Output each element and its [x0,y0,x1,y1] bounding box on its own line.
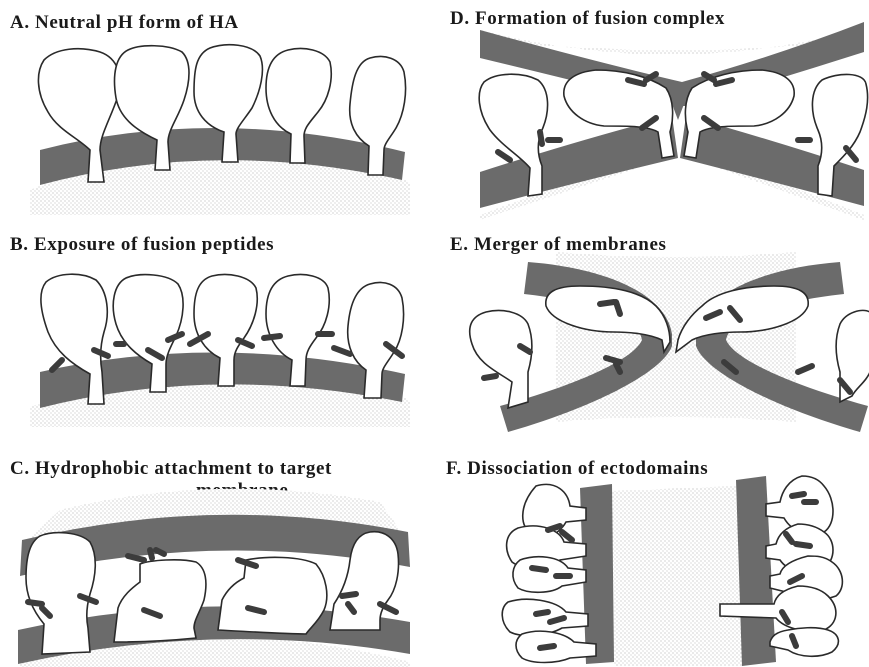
ha-trimer [770,628,838,657]
fusion-peptide [616,364,620,372]
panel-a: A. Neutral pH form of HA [0,0,434,220]
fused-interior [612,486,746,666]
fusion-peptide [248,608,264,612]
fusion-peptide [716,80,732,84]
fusion-peptide [606,358,620,362]
panel-d: D. Formation of fusion complex [436,0,869,220]
fusion-peptide [150,550,152,558]
fusion-peptide [540,132,542,144]
ha-trimer [470,311,532,409]
ha-trimer [502,599,588,635]
fusion-peptide [238,340,252,346]
fusion-peptide [796,544,810,546]
panel-f-illustration [436,436,869,667]
fusion-peptide [264,336,280,338]
fusion-peptide [548,526,560,530]
fusion-peptide [628,80,644,84]
ha-trimer [836,311,869,403]
fusion-peptide [156,550,164,554]
panel-b-illustration [0,222,434,428]
fusion-peptide [28,602,42,604]
ha-trimers-left [502,484,596,662]
panel-b: B. Exposure of fusion peptides [0,222,434,428]
panel-c: C. Hydrophobic attachment to target memb… [0,432,434,667]
fusion-peptide [536,612,548,614]
fusion-peptide [792,494,804,496]
panel-a-illustration [0,0,434,220]
fusion-peptide [334,348,350,354]
fusion-peptide [532,568,546,570]
fusion-peptide [798,366,812,372]
fusion-peptide [846,148,856,160]
fusion-peptide [484,376,496,378]
panel-c-illustration [0,432,434,667]
panel-e: E. Merger of membranes [436,222,869,434]
fusion-peptide [128,556,144,560]
panel-e-illustration [436,222,869,434]
target-dimple [672,104,684,120]
fusion-peptide [540,646,554,648]
ha-trimer [114,560,206,642]
panel-d-illustration [436,0,869,220]
fusion-peptide [616,302,620,314]
fusion-peptide [600,302,614,304]
fusion-peptide [562,532,572,540]
fusion-peptide [550,618,564,622]
fusion-peptide [498,152,510,160]
ha-trimer [218,557,327,634]
fusion-peptide [792,636,796,646]
ha-trimer [513,557,586,593]
fusion-peptide [342,594,356,596]
panel-f: F. Dissociation of ectodomains [436,436,869,667]
